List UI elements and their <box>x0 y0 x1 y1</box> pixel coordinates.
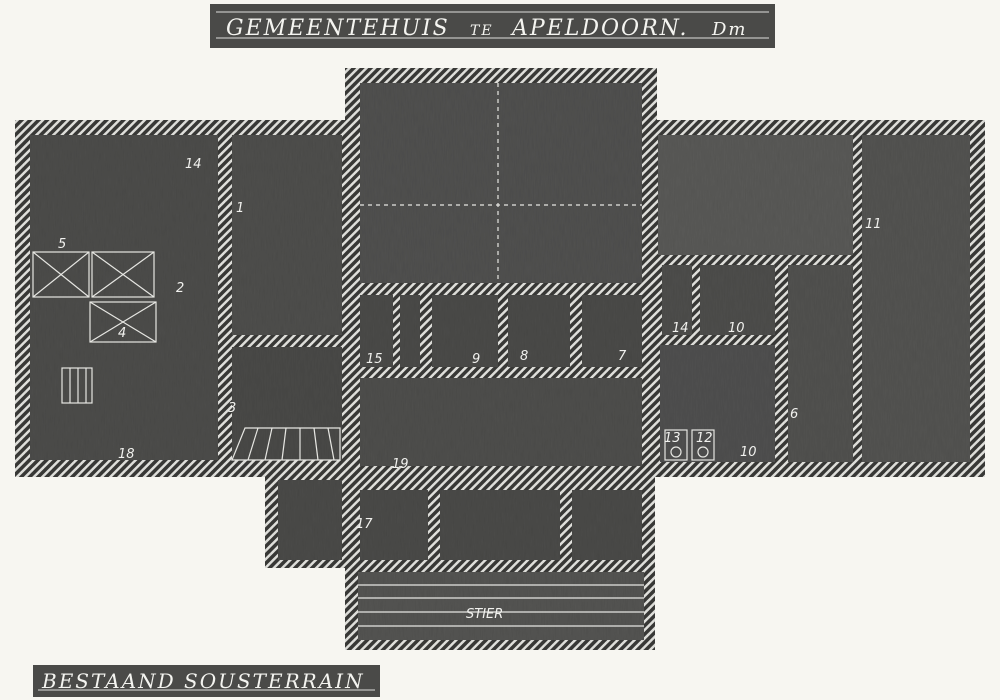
room-label: 13 <box>664 431 681 446</box>
title-main: GEMEENTEHUIS <box>226 16 450 41</box>
room-label: 10 <box>728 321 745 336</box>
room-label: 14 <box>672 321 689 336</box>
title-banner: GEMEENTEHUIS TE APELDOORN. Dm <box>210 4 775 48</box>
room-label: 14 <box>185 157 202 172</box>
plan-details <box>32 83 715 627</box>
room-label: 17 <box>356 517 373 532</box>
room-label: 19 <box>392 457 409 472</box>
room-label: 11 <box>865 217 882 232</box>
room-label: 3 <box>228 401 236 416</box>
room-label: 1 <box>236 201 244 216</box>
title-signature: Dm <box>711 19 748 40</box>
room-label: 7 <box>618 349 627 364</box>
room-label: 4 <box>118 326 126 341</box>
room-label: 10 <box>740 445 757 460</box>
stair-label: STIER <box>466 607 503 622</box>
room-label: 9 <box>472 352 480 367</box>
room-label: 12 <box>696 431 713 446</box>
building-footprint <box>15 68 985 650</box>
subtitle-banner: BESTAAND SOUSTERRAIN <box>33 665 380 697</box>
room-label: 8 <box>520 349 528 364</box>
room-label: 2 <box>176 281 184 296</box>
title-city: APELDOORN. <box>510 16 688 41</box>
subtitle-text: BESTAAND SOUSTERRAIN <box>41 669 365 693</box>
room-label: 15 <box>366 352 383 367</box>
title-connector: TE <box>470 23 494 39</box>
room-label: 5 <box>58 237 66 252</box>
room-label: 18 <box>118 447 135 462</box>
room-labels: 14 1 5 2 4 3 18 15 9 8 7 19 17 14 10 11 … <box>58 157 882 622</box>
room-label: 6 <box>790 407 798 422</box>
